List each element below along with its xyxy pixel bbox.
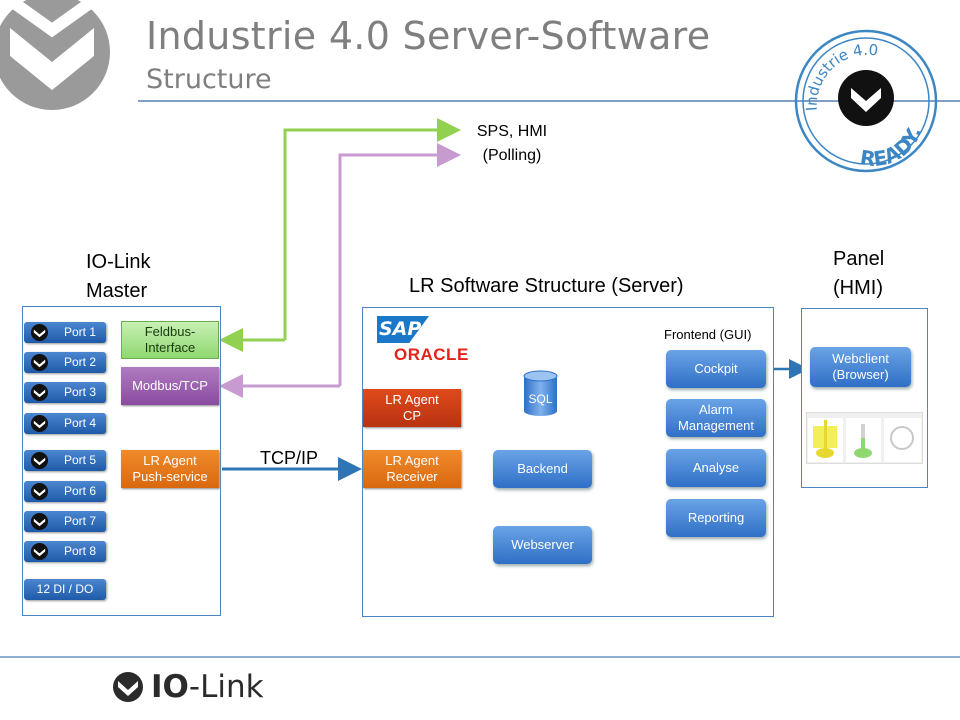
logo-link: -Link: [188, 669, 264, 705]
webserver-label: Webserver: [511, 537, 574, 552]
port-3: Port 3: [24, 382, 106, 403]
lr-agent-push-label: LR Agent Push-service: [132, 453, 208, 484]
port-1: Port 1: [24, 322, 106, 343]
cockpit-box: Cockpit: [666, 350, 766, 388]
webclient-label: Webclient (Browser): [832, 351, 889, 382]
feldbus-link-line: [283, 118, 461, 340]
modbus-tcp-label: Modbus/TCP: [132, 378, 208, 393]
port-label: Port 3: [63, 385, 96, 399]
port-2: Port 2: [24, 352, 106, 373]
port-label: Port 8: [63, 544, 96, 558]
logo-io: IO: [151, 669, 189, 705]
dashboard-gauge-1: [808, 418, 843, 462]
alarm-management-label: Alarm Management: [678, 402, 754, 433]
alarm-management-box: Alarm Management: [666, 399, 766, 437]
lr-agent-cp-label: LR Agent CP: [385, 392, 439, 423]
sql-label: SQL: [528, 392, 553, 406]
io-link-icon: [30, 383, 49, 402]
lr-agent-push-box: LR Agent Push-service: [121, 450, 219, 488]
lr-structure-label: LR Software Structure (Server): [409, 275, 684, 297]
sql-database-icon: [523, 370, 558, 416]
io-link-logo-icon: [113, 672, 143, 702]
port-8: Port 8: [24, 541, 106, 562]
industrie-ready-stamp-icon: Industrie 4.0 READY.: [793, 29, 938, 173]
cockpit-label: Cockpit: [694, 361, 738, 376]
tcp-ip-label: TCP/IP: [260, 448, 319, 468]
io-link-icon: [30, 414, 49, 433]
webserver-box: Webserver: [493, 526, 592, 564]
page-subtitle: Structure: [146, 64, 272, 95]
analyse-box: Analyse: [666, 449, 766, 487]
port-6: Port 6: [24, 481, 106, 502]
feldbus-interface-box: Feldbus- Interface: [121, 321, 219, 359]
io-link-master-label-1: IO-Link: [86, 251, 151, 273]
panel-label-2: (HMI): [833, 277, 883, 299]
backend-box: Backend: [493, 450, 592, 488]
page-title: Industrie 4.0 Server-Software: [146, 14, 711, 58]
port-label: Port 2: [63, 355, 96, 369]
panel-label-1: Panel: [833, 248, 885, 270]
di-do-block: 12 DI / DO: [24, 579, 106, 600]
modbus-tcp-box: Modbus/TCP: [121, 367, 219, 405]
sps-hmi-label: SPS, HMI: [476, 123, 548, 140]
io-link-master-label-2: Master: [86, 280, 148, 302]
io-link-icon: [30, 353, 49, 372]
dashboard-gauge-2: [846, 418, 881, 462]
webclient-box: Webclient (Browser): [810, 347, 911, 387]
frontend-gui-label: Frontend (GUI): [664, 327, 752, 342]
port-label: Port 7: [63, 514, 96, 528]
port-label: Port 6: [63, 484, 96, 498]
lr-agent-receiver-label: LR Agent Receiver: [385, 453, 439, 484]
lr-agent-cp-box: LR Agent CP: [363, 389, 461, 427]
dashboard-gauge-3: [884, 418, 921, 462]
modbus-link-line: [338, 143, 461, 386]
io-link-logo-text: IO-Link: [151, 669, 264, 705]
io-link-icon: [30, 542, 49, 561]
port-label: Port 4: [63, 416, 96, 430]
reporting-box: Reporting: [666, 499, 766, 537]
port-4: Port 4: [24, 413, 106, 434]
reporting-label: Reporting: [687, 510, 745, 525]
port-7: Port 7: [24, 511, 106, 532]
polling-label: (Polling): [482, 147, 542, 164]
analyse-label: Analyse: [692, 460, 740, 475]
footer-divider: [0, 656, 960, 658]
port-label: Port 1: [63, 325, 96, 339]
io-link-icon: [30, 323, 49, 342]
lr-agent-receiver-box: LR Agent Receiver: [363, 450, 461, 488]
port-5: Port 5: [24, 450, 106, 471]
title-divider: [138, 100, 960, 102]
io-link-icon: [30, 482, 49, 501]
io-link-icon: [30, 451, 49, 470]
feldbus-interface-label: Feldbus- Interface: [144, 324, 196, 355]
port-label: Port 5: [63, 453, 96, 467]
backend-label: Backend: [517, 461, 568, 476]
io-link-icon: [30, 512, 49, 531]
corner-logo-icon: [0, 0, 110, 110]
oracle-logo: ORACLE: [394, 345, 469, 364]
